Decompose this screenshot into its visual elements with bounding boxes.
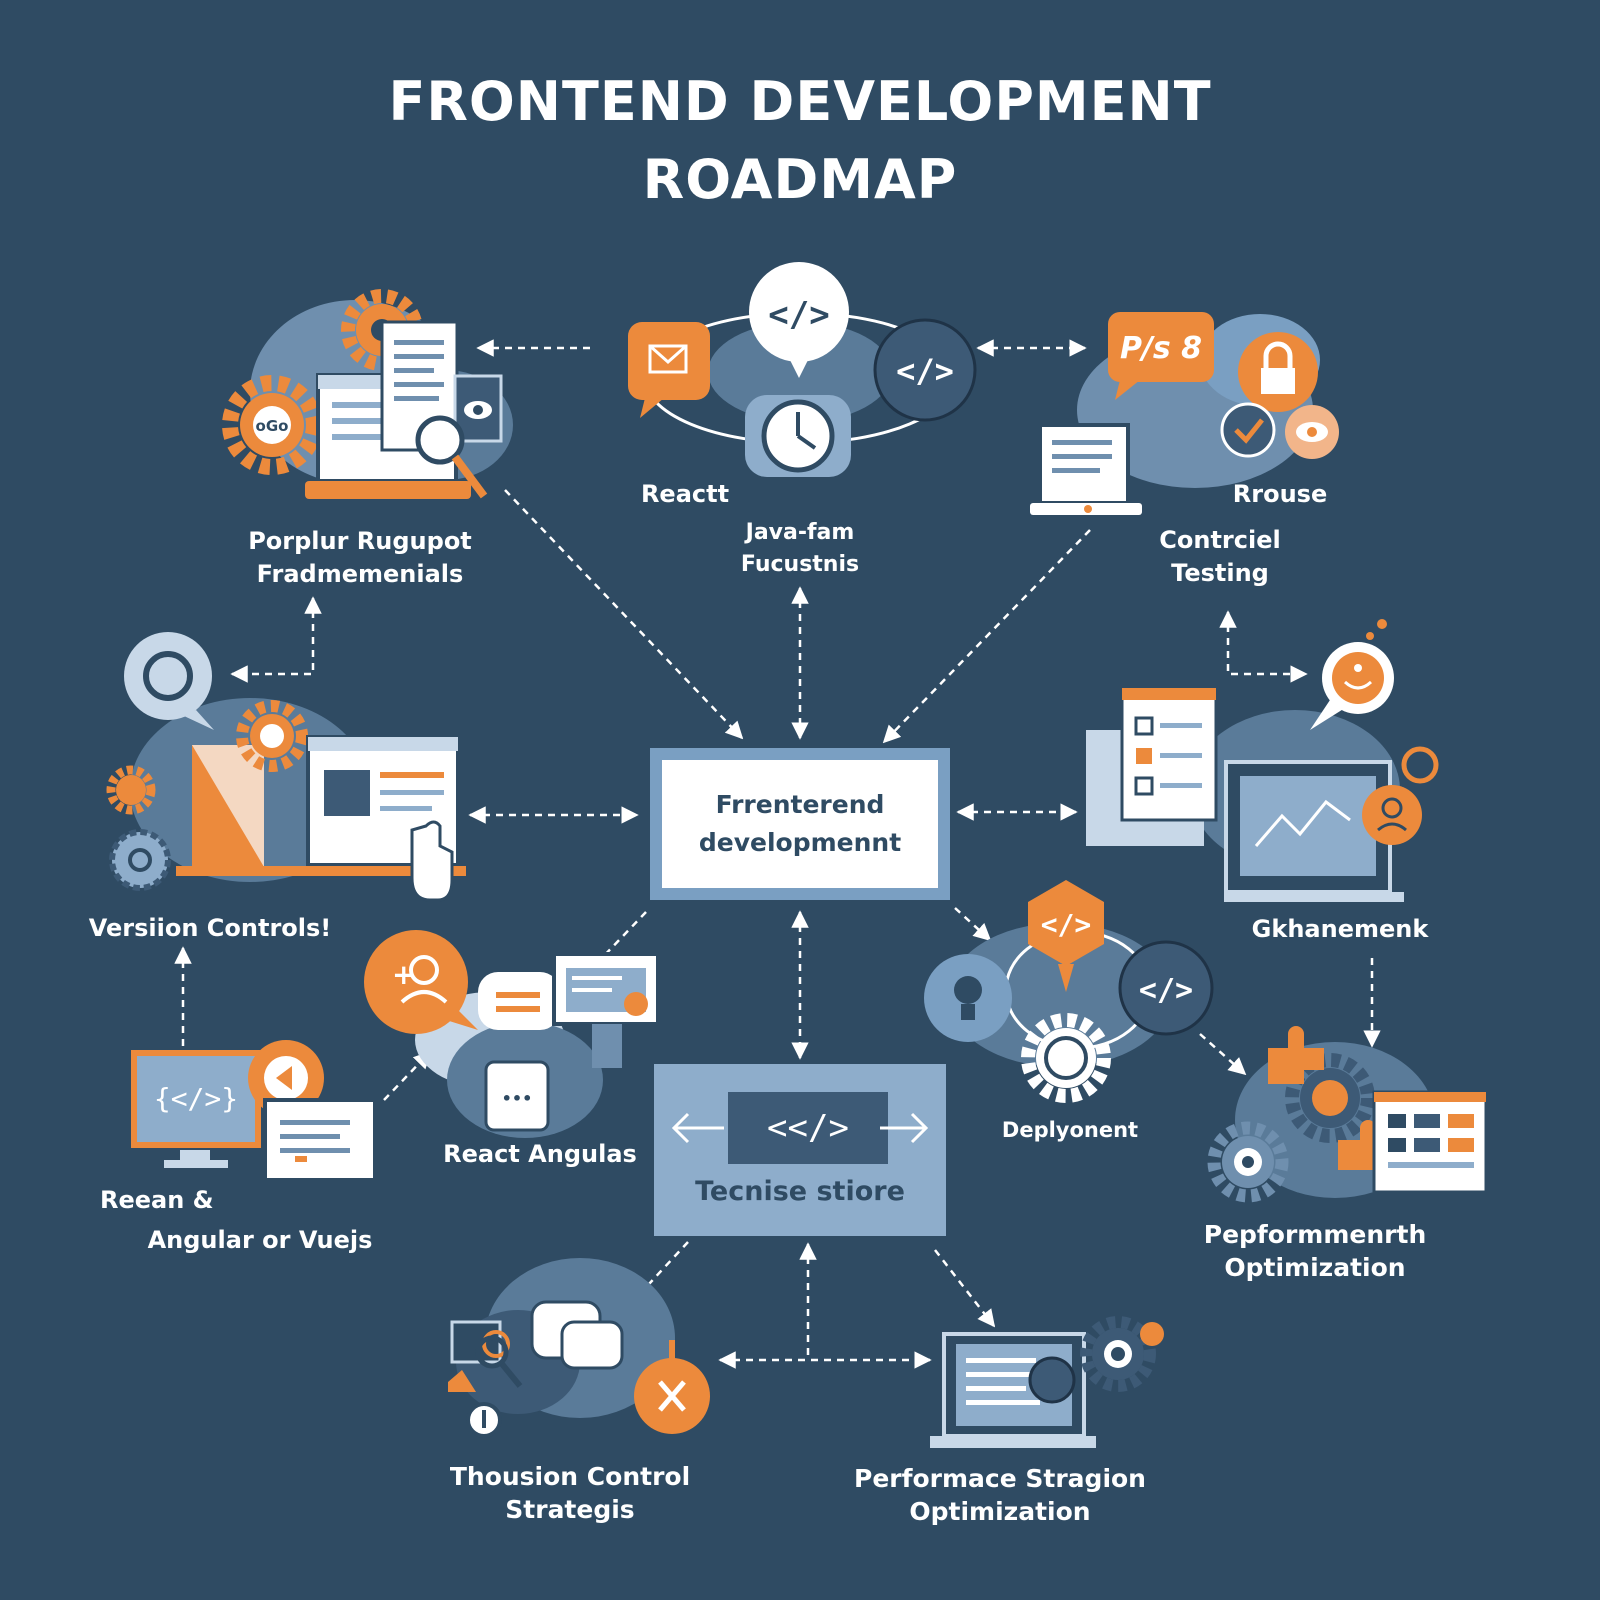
- monitor-icon: [552, 952, 660, 1068]
- ps-badge: P/s 8: [1108, 312, 1214, 400]
- svg-text:</>: </>: [768, 295, 829, 335]
- connector-version-fundamentals: [230, 596, 322, 683]
- label-react-angular: React Angulas: [443, 1140, 637, 1168]
- connector-center-deploy: [954, 907, 992, 942]
- svg-text:</>: </>: [1139, 973, 1193, 1008]
- smiley-bubble-icon: [1310, 642, 1394, 730]
- magnifier-icon: [415, 415, 488, 499]
- code-hex-icon: </>: [1028, 880, 1104, 992]
- gear-icon: [106, 765, 156, 815]
- gear-icon: oGo: [222, 375, 322, 475]
- label-testing-top: Rrouse: [1232, 480, 1328, 508]
- dashboard-window-icon: [1372, 1090, 1488, 1194]
- page-title-line2: ROADMAP: [642, 148, 958, 211]
- label-vue-line1: Reean &: [100, 1186, 214, 1214]
- add-user-bubble-icon: +: [364, 930, 478, 1034]
- svg-text:{</>}: {</>}: [154, 1082, 238, 1115]
- hand-cursor-icon: [410, 820, 454, 902]
- testing-illustration: P/s 8: [1030, 312, 1339, 515]
- fundamentals-illustration: oGo: [222, 289, 513, 499]
- laptop-icon: [263, 1098, 377, 1182]
- label-performance: Pepformmenrth Optimization: [1203, 1220, 1427, 1282]
- store-label: Tecnise stiore: [695, 1176, 905, 1207]
- label-javascript: Java-fam Fucustnis: [740, 520, 860, 577]
- gear-icon: [1080, 1316, 1156, 1392]
- svg-text:P/s 8: P/s 8: [1120, 331, 1202, 366]
- svg-text:•••: •••: [502, 1089, 533, 1108]
- center-node: Frrenterend developmennt: [650, 748, 950, 900]
- chat-bubble-icon: [530, 1300, 624, 1370]
- gear-icon: [1207, 1121, 1289, 1203]
- center-label-line2: developmennt: [698, 828, 902, 857]
- label-strategies: Thousion Control Strategis: [449, 1462, 691, 1524]
- profile-icon: [1362, 785, 1422, 845]
- play-bubble-icon: [248, 1040, 324, 1116]
- label-vue: Angular or Vuejs: [147, 1226, 373, 1254]
- svg-text:oGo: oGo: [256, 417, 289, 435]
- connector-testing-center: [882, 529, 1091, 744]
- strategies-illustration: [448, 1258, 710, 1438]
- clock-icon: [745, 395, 851, 477]
- svg-text:</>: </>: [1041, 908, 1092, 941]
- react-angular-illustration: + •••: [364, 930, 660, 1138]
- arrows-icon: [671, 1112, 929, 1144]
- label-version-control: Versiion Controls!: [88, 914, 332, 942]
- eye-icon: [1285, 405, 1339, 459]
- svg-text:+: +: [392, 958, 415, 991]
- connector-testing-framework: [1219, 610, 1308, 683]
- magnifier-icon: [475, 1335, 523, 1388]
- store-node: <</> Tecnise stiore: [654, 1064, 946, 1236]
- code-bubble-icon: </>: [1118, 940, 1214, 1036]
- perf-strategy-illustration: [930, 1316, 1164, 1448]
- chat-bubble-icon: [478, 972, 560, 1030]
- label-framework: Gkhanemenk: [1251, 915, 1429, 943]
- connector-store-perf: [934, 1249, 996, 1328]
- gear-icon: [236, 700, 308, 772]
- vue-illustration: {</>}: [131, 1040, 377, 1182]
- wrench-bubble-icon: [634, 1340, 710, 1434]
- label-react: Reactt: [640, 480, 730, 508]
- cloud-shape: [948, 923, 1172, 1067]
- code-bubble-icon: </>: [749, 262, 849, 378]
- connector-fundamentals-center: [504, 489, 744, 740]
- refresh-bubble-icon: [124, 632, 214, 730]
- center-label-line1: Frrenterend: [715, 790, 885, 819]
- svg-text:</>: </>: [896, 352, 954, 390]
- framework-illustration: [1086, 619, 1439, 902]
- lightbulb-icon: [924, 954, 1012, 1042]
- react-illustration: </> </>: [628, 262, 977, 477]
- deployment-illustration: </> </>: [924, 880, 1214, 1103]
- monitor-icon: [1224, 760, 1404, 902]
- label-fundamentals: Porplur Rugupot Fradmemenials: [248, 527, 472, 588]
- g-badge-icon: [1401, 746, 1439, 784]
- mail-bubble-icon: [628, 322, 710, 418]
- version-control-illustration: [106, 632, 466, 902]
- code-icon: <</>: [728, 1092, 888, 1164]
- center-node-card: Frrenterend developmennt: [662, 760, 938, 888]
- server-icon: •••: [484, 1060, 550, 1132]
- monitor-icon: {</>}: [131, 1050, 261, 1168]
- check-icon: [1220, 402, 1276, 458]
- power-icon: [466, 1402, 502, 1438]
- performance-illustration: [1207, 1026, 1488, 1203]
- laptop-icon: [1030, 423, 1142, 515]
- power-icon: [109, 829, 171, 891]
- gear-icon: [1021, 1013, 1111, 1103]
- label-perf-strategy: Performace Stragion Optimization: [854, 1464, 1146, 1526]
- label-testing: Contrciel Testing: [1159, 526, 1281, 587]
- page-title: FRONTEND DEVELOPMENT: [388, 70, 1212, 133]
- label-deployment: Deplyonent: [1001, 1118, 1139, 1142]
- lock-icon: [1238, 332, 1318, 412]
- gear-icon: [1285, 1053, 1375, 1143]
- puzzle-icon: [1268, 1026, 1324, 1084]
- laptop-icon: [930, 1332, 1096, 1448]
- connector-deploy-performance: [1199, 1033, 1247, 1076]
- code-bubble-icon: </>: [873, 318, 977, 422]
